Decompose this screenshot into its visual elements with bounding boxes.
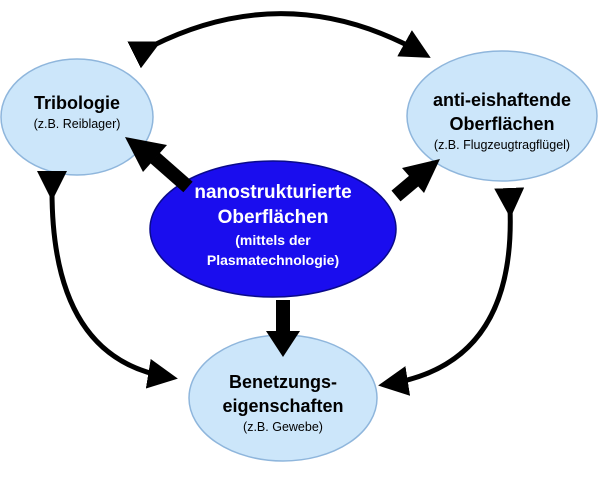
arc-tribologie-benetzung (36, 170, 178, 389)
center-sub-line2: Plasmatechnologie) (206, 252, 340, 268)
tribologie-subtitle: (z.B. Reiblager) (33, 117, 121, 131)
anti-eis-subtitle: (z.B. Flugzeugtragflügel) (433, 138, 571, 152)
tribologie-label: Tribologie (z.B. Reiblager) (7, 91, 147, 133)
center-title-line1: nanostrukturierte (194, 182, 352, 203)
center-sub-line1: (mittels der (235, 232, 311, 248)
center-title-line2: Oberflächen (217, 207, 329, 228)
arrow-center-to-benetzung (266, 300, 300, 357)
arc-tribologie-anti-eis (127, 11, 431, 69)
arc-anti-eis-benetzung (378, 187, 525, 396)
benetzung-label: Benetzungs- eigenschaften (z.B. Gewebe) (193, 370, 373, 436)
benetzung-title-line1: Benetzungs- (229, 372, 337, 392)
arrow-center-to-anti-eis (391, 159, 440, 202)
anti-eis-label: anti-eishaftende Oberflächen (z.B. Flugz… (407, 88, 597, 154)
anti-eis-title-line2: Oberflächen (449, 114, 555, 134)
anti-eis-title-line1: anti-eishaftende (432, 90, 572, 110)
benetzung-title-line2: eigenschaften (222, 396, 344, 416)
anti-eis-ellipse (406, 50, 598, 182)
center-node-label: nanostrukturierte Oberflächen (mittels d… (173, 180, 373, 270)
tribologie-title: Tribologie (33, 93, 120, 113)
benetzung-subtitle: (z.B. Gewebe) (243, 420, 323, 434)
